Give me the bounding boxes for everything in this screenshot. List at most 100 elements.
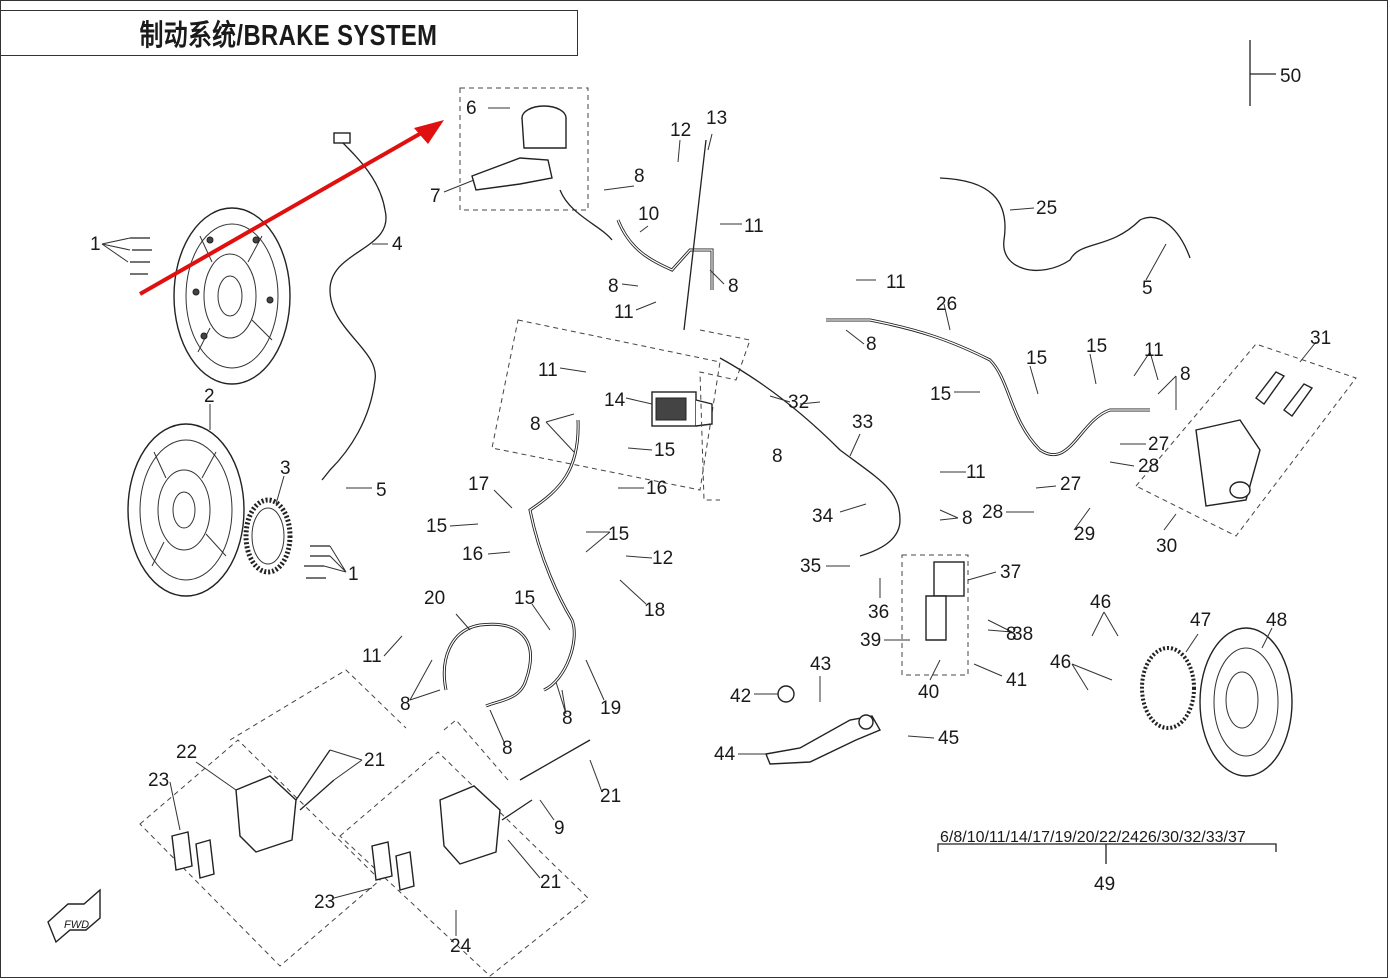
callout-8: 8 xyxy=(608,276,619,297)
rear-abs-sensor-wire xyxy=(939,177,1191,272)
callout-9: 9 xyxy=(554,818,565,839)
fwd-label: FWD xyxy=(64,919,89,931)
caliper-bolts xyxy=(295,739,591,821)
page-title: 制动系统/BRAKE SYSTEM xyxy=(139,20,438,52)
callout-7: 7 xyxy=(430,186,441,207)
callout-21: 21 xyxy=(364,750,385,771)
rear-abs-ring xyxy=(1140,646,1196,730)
rear-master-cylinder xyxy=(901,554,969,676)
callout-8: 8 xyxy=(562,708,573,729)
callout-8: 8 xyxy=(772,446,783,467)
callout-11: 11 xyxy=(614,302,634,323)
callout-11: 11 xyxy=(362,646,382,667)
callout-4: 4 xyxy=(392,234,403,255)
callout-22: 22 xyxy=(176,742,197,763)
callout-5: 5 xyxy=(1142,278,1153,299)
sensor-connector xyxy=(333,132,351,144)
callout-39: 39 xyxy=(860,630,881,651)
callout-8: 8 xyxy=(634,166,645,187)
callout-20: 20 xyxy=(424,588,445,609)
callout-3: 3 xyxy=(280,458,291,479)
callout-34: 34 xyxy=(812,506,834,527)
callout-30: 30 xyxy=(1156,536,1177,557)
brake-hose-17 xyxy=(528,419,580,692)
callout-28: 28 xyxy=(982,502,1003,523)
callout-18: 18 xyxy=(644,600,665,621)
disc-bolts xyxy=(130,237,330,579)
callout-28: 28 xyxy=(1138,456,1159,477)
callout-16: 16 xyxy=(646,478,667,499)
callout-12: 12 xyxy=(652,548,673,569)
callout-8: 8 xyxy=(530,414,541,435)
callout-24: 24 xyxy=(450,936,472,957)
rear-caliper xyxy=(1135,343,1357,537)
callout-44: 44 xyxy=(714,744,736,765)
front-abs-sensor-wire xyxy=(321,139,387,481)
spring-42 xyxy=(777,685,795,703)
callout-45: 45 xyxy=(938,728,959,749)
callout-36: 36 xyxy=(868,602,889,623)
callout-47: 47 xyxy=(1190,610,1211,631)
kit-list-label: 6/8/10/11/14/17/19/20/22/2426/30/32/33/3… xyxy=(940,829,1246,846)
callout-27: 27 xyxy=(1060,474,1081,495)
callout-15: 15 xyxy=(426,516,447,537)
callout-31: 31 xyxy=(1310,328,1331,349)
brake-pedal xyxy=(765,715,882,765)
link-box-20 xyxy=(229,669,407,741)
callout-2: 2 xyxy=(204,386,215,407)
callout-33: 33 xyxy=(852,412,873,433)
callout-1: 1 xyxy=(90,234,101,255)
callout-25: 25 xyxy=(1036,198,1057,219)
front-caliper-left xyxy=(139,739,381,967)
callout-15: 15 xyxy=(1086,336,1107,357)
callout-49: 49 xyxy=(1094,874,1115,895)
callout-5: 5 xyxy=(376,480,387,501)
brake-line-upper-a xyxy=(559,189,613,241)
callout-46: 46 xyxy=(1050,652,1071,673)
callout-48: 48 xyxy=(1266,610,1287,631)
callout-15: 15 xyxy=(654,440,675,461)
brake-hose-10 xyxy=(616,219,714,290)
callout-11: 11 xyxy=(886,272,906,293)
callout-27: 27 xyxy=(1148,434,1169,455)
callout-14: 14 xyxy=(604,390,626,411)
callout-16: 16 xyxy=(462,544,483,565)
callout-50: 50 xyxy=(1280,66,1301,87)
callout-32: 32 xyxy=(788,392,809,413)
rear-disc xyxy=(1199,627,1293,777)
callout-labels: 1 1 2 3 4 5 5 6 7 8 8 8 8 8 8 8 8 8 8 8 … xyxy=(90,66,1331,957)
callout-8: 8 xyxy=(1180,364,1191,385)
callout-37: 37 xyxy=(1000,562,1021,583)
callout-29: 29 xyxy=(1074,524,1095,545)
callout-8: 8 xyxy=(866,334,877,355)
callout-8: 8 xyxy=(962,508,973,529)
callout-23: 23 xyxy=(148,770,169,791)
kit-bracket xyxy=(937,843,1277,864)
front-disc-upper xyxy=(173,207,291,385)
callout-1: 1 xyxy=(348,564,359,585)
rear-brake-pads xyxy=(1255,371,1314,417)
callout-10: 10 xyxy=(638,204,659,225)
callout-41: 41 xyxy=(1006,670,1027,691)
callout-15: 15 xyxy=(514,588,535,609)
forward-direction-arrow: FWD xyxy=(47,888,101,944)
item-50-line xyxy=(1249,40,1276,106)
callout-23: 23 xyxy=(314,892,335,913)
callout-6: 6 xyxy=(466,98,477,119)
callout-38: 38 xyxy=(1012,624,1033,645)
callout-11: 11 xyxy=(1144,340,1164,361)
callout-11: 11 xyxy=(538,360,558,381)
callout-8: 8 xyxy=(400,694,411,715)
brake-line-33 xyxy=(719,357,901,557)
front-caliper-right xyxy=(339,751,589,977)
front-disc-lower xyxy=(127,423,245,597)
abs-module xyxy=(491,319,721,491)
abs-tone-ring xyxy=(243,497,293,575)
callout-46: 46 xyxy=(1090,592,1111,613)
callout-8: 8 xyxy=(502,738,513,759)
callout-15: 15 xyxy=(608,524,629,545)
callout-26: 26 xyxy=(936,294,957,315)
title-box: 制动系统/BRAKE SYSTEM xyxy=(0,10,578,56)
switch-13 xyxy=(683,139,707,331)
